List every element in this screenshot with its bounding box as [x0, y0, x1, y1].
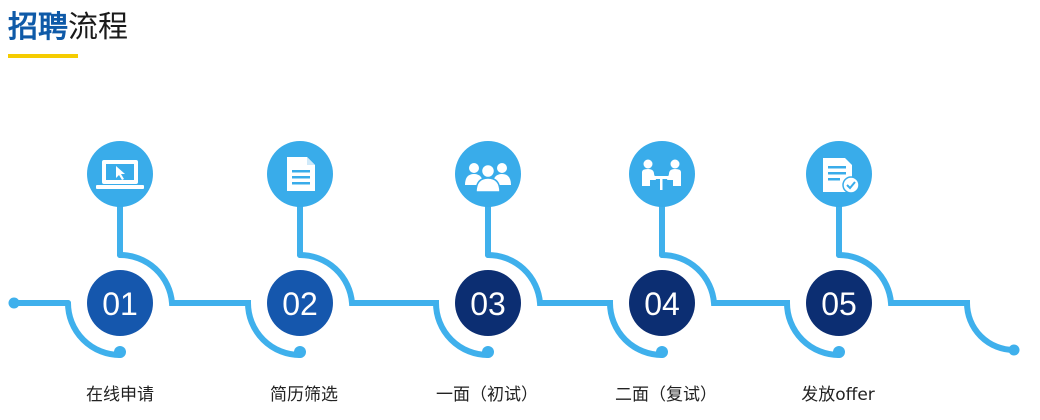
step-5-icon-node	[806, 141, 872, 207]
step-1-number: 01	[102, 286, 138, 322]
step-3-number: 03	[470, 286, 506, 322]
step-3-number-node: 03	[455, 270, 521, 336]
step-2-label: 简历筛选	[270, 385, 338, 405]
page-title-bold: 招聘	[8, 10, 68, 45]
step-4-number-node: 04	[629, 270, 695, 336]
step-4-icon-node	[629, 141, 695, 207]
step-2-number-node: 02	[267, 270, 333, 336]
title-underline	[8, 54, 78, 58]
flow-line	[8, 251, 1020, 358]
page-title-rest: 流程	[68, 10, 128, 45]
step-3-icon-node	[455, 141, 521, 207]
step-3-label: 一面（初试）	[436, 385, 538, 405]
step-4-label: 二面（复试）	[615, 385, 717, 405]
step-5-label: 发放offer	[801, 385, 875, 405]
step-2-icon-node	[267, 141, 333, 207]
flow-end-dot	[1008, 344, 1020, 356]
certificate-check-icon	[823, 158, 860, 194]
bottom-dots	[114, 346, 845, 358]
step-4-number: 04	[644, 286, 680, 322]
step-5-number-node: 05	[806, 270, 872, 336]
group-people-icon	[465, 163, 511, 193]
document-icon	[287, 157, 315, 191]
step-1-label: 在线申请	[86, 385, 154, 405]
laptop-cursor-icon	[96, 160, 144, 189]
page-title: 招聘流程	[8, 8, 128, 48]
step-5-number: 05	[821, 286, 857, 322]
step-1-number-node: 01	[87, 270, 153, 336]
step-1-icon-node	[87, 141, 153, 207]
step-2-number: 02	[282, 286, 318, 322]
interview-table-icon	[642, 159, 681, 190]
